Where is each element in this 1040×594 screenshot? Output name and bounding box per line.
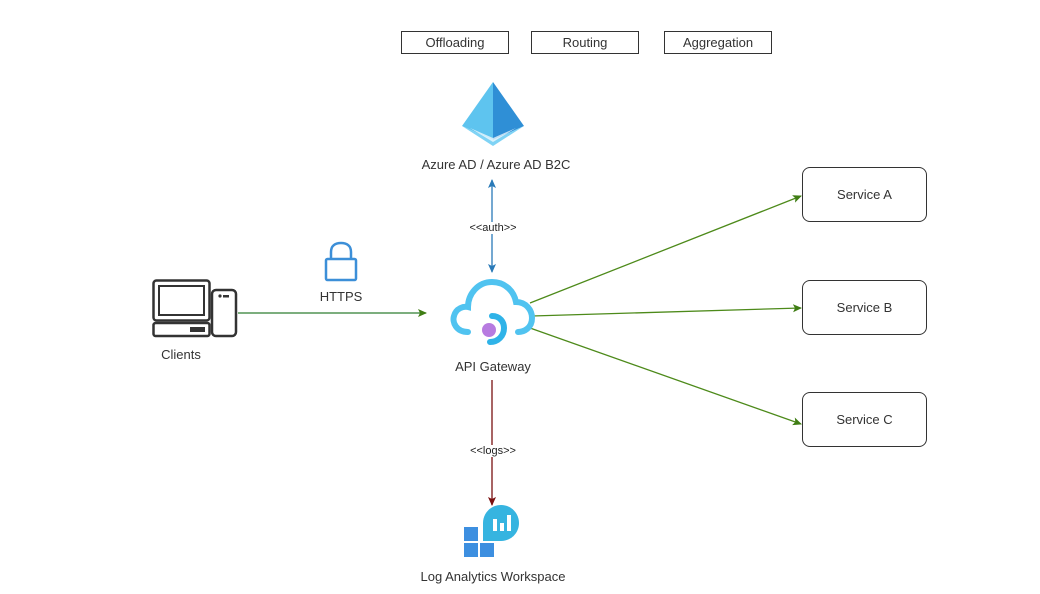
service-b-node: Service B — [802, 280, 927, 335]
log-analytics-label: Log Analytics Workspace — [420, 569, 566, 584]
tag-aggregation: Aggregation — [664, 31, 772, 54]
gateway-to-service-b-edge — [531, 304, 802, 317]
service-c-node: Service C — [802, 392, 927, 447]
service-a-node: Service A — [802, 167, 927, 222]
azure-ad-pyramid-icon — [462, 82, 524, 146]
api-gateway-label: API Gateway — [455, 359, 531, 374]
tag-offloading: Offloading — [401, 31, 509, 54]
logs-edge-label: <<logs>> — [469, 445, 517, 457]
https-label: HTTPS — [319, 289, 363, 304]
desktop-and-mobile-icon — [152, 279, 238, 338]
gateway-to-service-a-edge — [529, 195, 802, 304]
gateway-to-service-c-edge — [529, 327, 802, 426]
clients-label: Clients — [161, 347, 201, 362]
tag-routing: Routing — [531, 31, 639, 54]
api-management-cloud-icon — [450, 278, 536, 345]
lock-icon — [324, 241, 358, 282]
log-analytics-icon — [464, 505, 519, 557]
auth-edge-label: <<auth>> — [468, 222, 518, 234]
azure-ad-label: Azure AD / Azure AD B2C — [421, 157, 571, 172]
